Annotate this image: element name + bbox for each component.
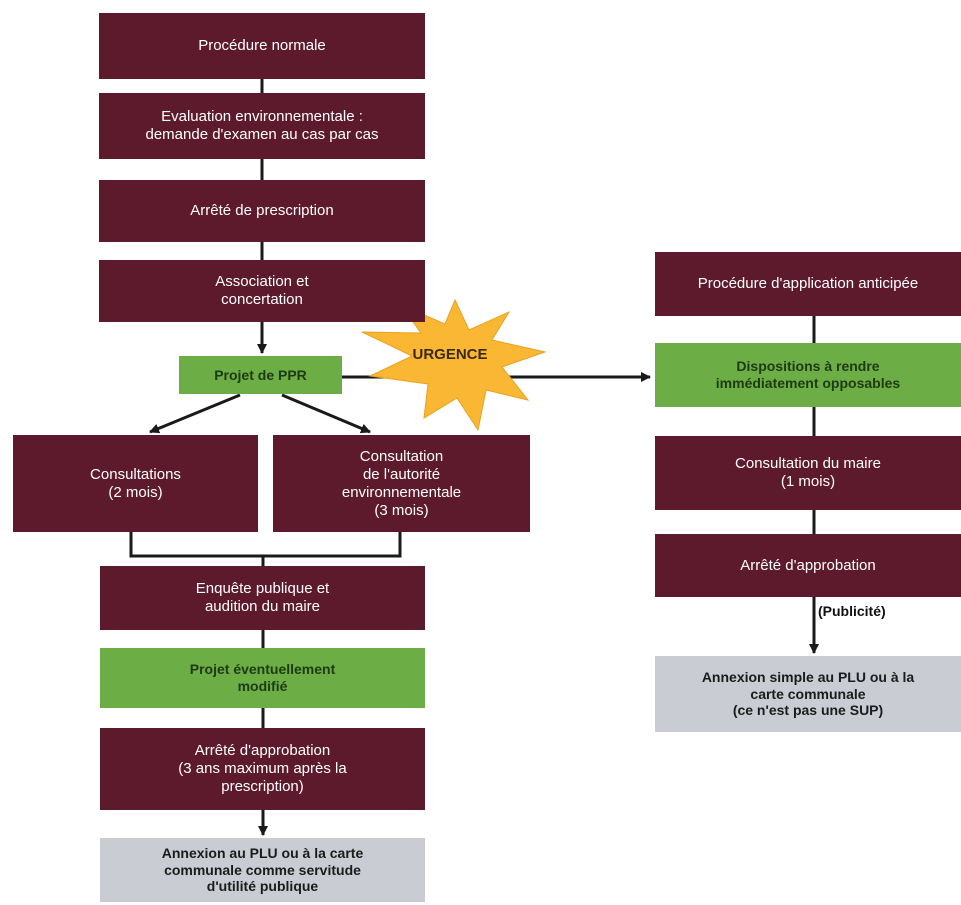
step-arrete-prescription: Arrêté de prescription <box>99 180 425 242</box>
arrow-projet-to-consultations <box>149 393 241 434</box>
step-label-line: (3 mois) <box>374 501 429 519</box>
step-label-line: Association et <box>215 273 309 290</box>
step-label-line: Evaluation environnementale : <box>161 108 363 125</box>
step-label: Procédure normale <box>198 37 326 54</box>
step-label-line: demande d'examen au cas par cas <box>145 126 379 143</box>
step-label-line: (3 ans maximum après la <box>178 760 347 777</box>
step-procedure-anticipee: Procédure d'application anticipée <box>655 252 961 316</box>
step-label-line: Consultation du maire <box>735 455 881 472</box>
step-label: Arrêté de prescription <box>190 202 334 219</box>
step-label-line: prescription) <box>221 778 304 795</box>
step-label-line: Arrêté d'approbation <box>194 742 331 759</box>
step-label-line: communale comme servitude <box>164 861 361 878</box>
step-label-line: (ce n'est pas une SUP) <box>732 702 884 719</box>
step-procedure-normale: Procédure normale <box>99 13 425 79</box>
step-label-line: Enquête publique et <box>195 580 330 597</box>
step-arrete-approbation-anticipee: Arrêté d'approbation <box>655 534 961 597</box>
step-enquete-publique: Enquête publique et audition du maire <box>100 566 425 630</box>
step-label-line: (2 mois) <box>108 483 163 501</box>
step-label: Procédure d'application anticipée <box>697 275 919 292</box>
step-label-line: concertation <box>221 291 303 308</box>
urgence-star <box>361 298 547 432</box>
step-consultation-maire: Consultation du maire (1 mois) <box>655 436 961 510</box>
step-label-line: (1 mois) <box>780 473 836 490</box>
step-annexion-plu: Annexion au PLU ou à la carte communale … <box>100 838 425 902</box>
step-label-line: Annexion au PLU ou à la carte <box>161 844 364 861</box>
step-label-line: immédiatement opposables <box>715 375 901 391</box>
step-consultation-autorite-environnementale: Consultation de l'autorité environnement… <box>273 435 530 532</box>
step-consultations: Consultations (2 mois) <box>13 435 258 532</box>
step-label-line: audition du maire <box>204 598 321 615</box>
step-label: Arrêté d'approbation <box>740 556 876 574</box>
step-label-line: modifié <box>237 678 288 694</box>
step-label-line: Annexion simple au PLU ou à la <box>701 668 915 685</box>
step-projet-ppr: Projet de PPR <box>179 356 342 394</box>
step-label-line: Dispositions à rendre <box>736 358 880 375</box>
step-label-line: d'utilité publique <box>206 878 319 895</box>
publicite-label: (Publicité) <box>818 603 886 619</box>
step-label-line: environnementale <box>341 483 462 501</box>
step-evaluation-environnementale: Evaluation environnementale : demande d'… <box>99 93 425 159</box>
merge-line <box>129 532 402 558</box>
step-label-line: Consultations <box>90 465 181 483</box>
step-projet-eventuellement-modifie: Projet éventuellement modifié <box>100 648 425 708</box>
step-label-line: carte communale <box>750 685 866 702</box>
step-arrete-approbation: Arrêté d'approbation (3 ans maximum aprè… <box>100 728 425 810</box>
step-annexion-simple: Annexion simple au PLU ou à la carte com… <box>655 656 961 732</box>
urgence-label: URGENCE <box>412 346 488 363</box>
arrow-projet-to-consultation-ae <box>281 393 371 434</box>
step-dispositions-opposables: Dispositions à rendre immédiatement oppo… <box>655 343 961 407</box>
step-label-line: Consultation <box>359 447 444 465</box>
step-association-concertation: Association et concertation <box>99 260 425 322</box>
step-label-line: Projet éventuellement <box>189 661 336 678</box>
step-label: Projet de PPR <box>214 366 307 383</box>
step-label-line: de l'autorité <box>362 465 441 483</box>
